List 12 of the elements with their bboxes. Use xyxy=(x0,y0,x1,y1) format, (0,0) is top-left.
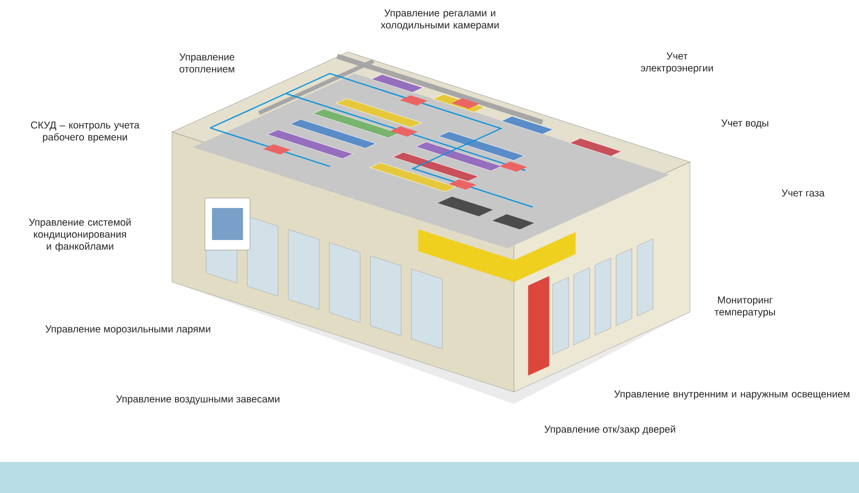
callout-label: Учет газа xyxy=(782,190,825,196)
callout-label: Управление внутренним и наружным освещением xyxy=(614,390,850,400)
callout-label: Управление системой кондиционирования и фанкойлами xyxy=(29,218,131,252)
callout-label: Управление воздушными завесами xyxy=(116,396,280,404)
callout-label: СКУД – контроль учета рабочего времени xyxy=(31,121,140,143)
callout-label: Учет электроэнергии xyxy=(640,52,713,74)
callout-label: Управление отк/закр дверей xyxy=(544,425,676,435)
callout-label: Мониторинг температуры xyxy=(714,296,775,318)
callout-label: Учет воды xyxy=(721,120,768,128)
callout-label: Управление морозильными ларями xyxy=(45,326,210,334)
callout-label: Управление регалами и холодильными камерами xyxy=(380,10,499,30)
callout-label: Управление отоплением xyxy=(179,54,234,72)
